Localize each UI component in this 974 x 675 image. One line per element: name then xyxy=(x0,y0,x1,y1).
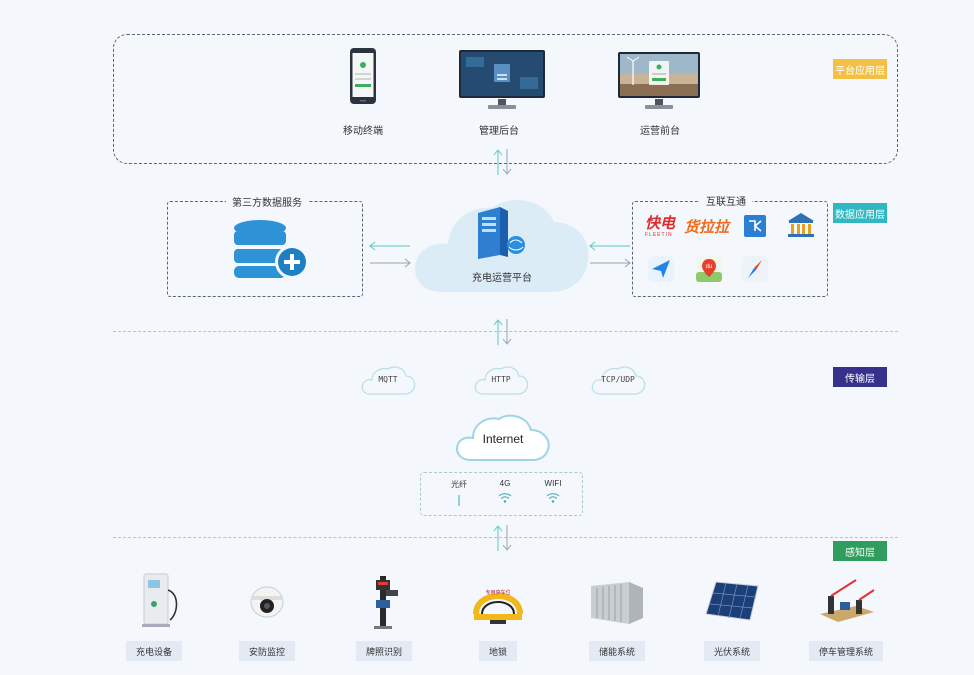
kuaidian-logo: 快电 FLEETIN xyxy=(645,215,676,239)
protocol-cloud-mqtt: MQTT xyxy=(360,364,416,396)
compass-map-icon xyxy=(742,256,768,282)
device-photovoltaic: 光伏系统 xyxy=(687,566,777,662)
energy-storage-container-icon xyxy=(591,582,643,624)
device-label: 储能系统 xyxy=(588,641,646,661)
layer-tag-data-app: 数据应用层 xyxy=(833,203,887,223)
svg-text:du: du xyxy=(706,264,713,270)
device-parking-management: 停车管理系统 xyxy=(801,566,891,662)
third-party-data-title: 第三方数据服务 xyxy=(226,194,308,209)
huolala-logo: 货拉拉 xyxy=(684,219,730,236)
device-label: 牌照识别 xyxy=(355,641,413,661)
wifi-signal-icon xyxy=(498,493,512,503)
interconnect-title: 互联互通 xyxy=(700,193,752,208)
device-label: 充电设备 xyxy=(125,641,183,661)
device-label: 光伏系统 xyxy=(703,641,761,661)
protocol-cloud-tcpudp: TCP/UDP xyxy=(590,364,646,396)
divider-data-transport xyxy=(113,331,898,332)
protocol-cloud-http: HTTP xyxy=(473,364,529,396)
layer-tag-platform-app: 平台应用层 xyxy=(833,59,887,79)
protocol-label: MQTT xyxy=(378,375,398,384)
device-plate-recognition: 牌照识别 xyxy=(339,566,429,662)
platform-app-layer-box xyxy=(113,34,898,164)
svg-text:专用停车位: 专用停车位 xyxy=(485,589,510,596)
device-energy-storage: 储能系统 xyxy=(572,566,662,662)
parking-barrier-icon xyxy=(820,579,875,622)
operations-front-monitor-icon xyxy=(618,52,700,109)
internet-cloud-icon xyxy=(456,414,550,461)
app-label-mobile: 移动终端 xyxy=(343,126,383,137)
divider-transport-perception xyxy=(113,537,898,538)
interconnect-square-logo-icon xyxy=(744,215,766,237)
protocol-label: HTTP xyxy=(491,375,511,384)
wifi-signal-icon xyxy=(546,493,560,503)
baidu-map-icon: du xyxy=(696,256,722,282)
platform-label: 充电运营平台 xyxy=(472,273,532,284)
app-label-ops: 运营前台 xyxy=(640,126,680,137)
arrows-platform-thirdparty-icon xyxy=(369,241,411,268)
device-ground-lock: 专用停车位 地锁 xyxy=(453,566,543,662)
arrows-interconnect-platform-icon xyxy=(589,241,631,268)
layer-tag-perception: 感知层 xyxy=(833,541,887,561)
network-wifi: WIFI xyxy=(538,479,568,506)
security-camera-icon xyxy=(250,586,284,618)
network-access-box xyxy=(420,472,583,516)
internet-label: Internet xyxy=(482,432,524,446)
app-label-admin: 管理后台 xyxy=(479,126,519,137)
solar-panel-icon xyxy=(705,581,759,621)
network-4g: 4G xyxy=(490,479,520,506)
layer-tag-transport: 传输层 xyxy=(833,367,887,387)
device-label: 地锁 xyxy=(478,641,518,661)
device-camera: 安防监控 xyxy=(222,566,312,662)
plate-recognition-pole-icon xyxy=(374,576,398,629)
navigation-app-icon xyxy=(648,256,674,282)
server-icon xyxy=(478,207,525,259)
mobile-terminal-icon xyxy=(350,48,376,104)
device-label: 停车管理系统 xyxy=(808,641,884,661)
admin-backend-monitor-icon xyxy=(459,50,545,109)
charging-pile-icon xyxy=(142,573,178,627)
bidirectional-arrow-icon xyxy=(493,525,512,551)
network-fiber: 光纤 xyxy=(444,479,474,509)
fiber-line-icon xyxy=(458,495,460,506)
government-building-icon xyxy=(788,213,814,237)
device-charger: 充电设备 xyxy=(109,566,199,662)
device-label: 安防监控 xyxy=(238,641,296,661)
bidirectional-arrow-icon xyxy=(493,149,512,175)
protocol-label: TCP/UDP xyxy=(601,375,635,384)
bidirectional-arrow-icon xyxy=(493,319,512,345)
database-add-icon xyxy=(234,220,309,279)
ground-lock-icon: 专用停车位 xyxy=(473,589,523,624)
